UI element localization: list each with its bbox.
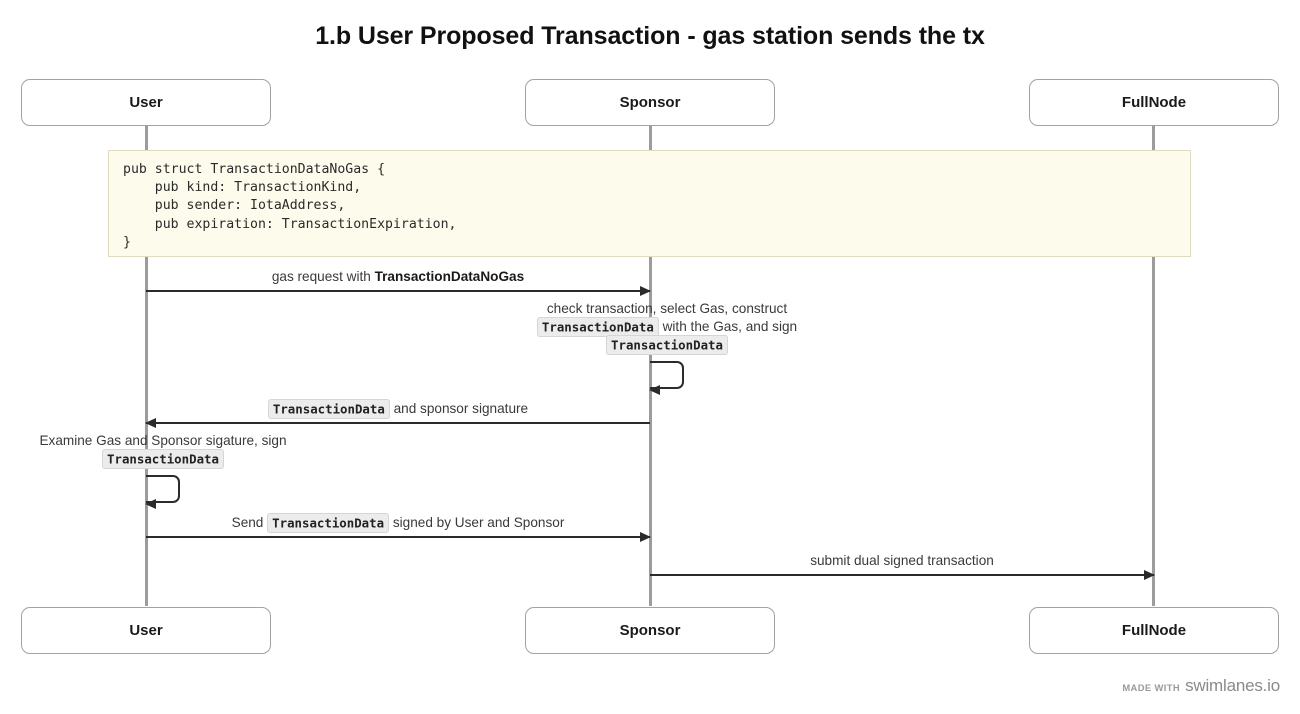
label-text-plain: and sponsor signature xyxy=(389,401,529,416)
message-send-dual-signed-label: Send TransactionData signed by User and … xyxy=(146,512,650,533)
message-gas-request[interactable]: gas request with TransactionDataNoGas xyxy=(146,269,651,297)
code-span-transactiondata: TransactionData xyxy=(267,512,390,533)
message-gas-request-line xyxy=(146,289,650,292)
page-title: 1.b User Proposed Transaction - gas stat… xyxy=(315,22,985,50)
actor-box-fullnode-top[interactable]: FullNode xyxy=(1029,79,1279,126)
actor-label-sponsor-top: Sponsor xyxy=(619,94,681,111)
actor-label-user-bottom: User xyxy=(129,622,163,639)
message-gas-request-label: gas request with TransactionDataNoGas xyxy=(146,268,650,286)
arrowhead-left-icon xyxy=(649,384,660,395)
actor-box-fullnode-bottom[interactable]: FullNode xyxy=(1029,607,1279,654)
actor-label-fullnode-top: FullNode xyxy=(1121,94,1187,111)
arrowhead-right-icon xyxy=(640,532,651,543)
message-return-txdata-signature[interactable]: TransactionData and sponsor signature xyxy=(145,398,650,429)
message-user-self-examine[interactable]: Examine Gas and Sponsor sigature, sign T… xyxy=(39,433,287,509)
arrowhead-left-icon xyxy=(145,498,156,509)
message-sponsor-self-check-label: check transaction, select Gas, construct… xyxy=(502,300,832,355)
actor-label-fullnode-bottom: FullNode xyxy=(1121,622,1187,639)
message-return-txdata-signature-label: TransactionData and sponsor signature xyxy=(146,398,650,419)
arrowhead-left-icon xyxy=(145,418,156,429)
label-text-plain: signed by User and Sponsor xyxy=(389,515,565,530)
label-line-2: TransactionData with the Gas, and sign xyxy=(502,316,832,337)
arrowhead-right-icon xyxy=(1144,570,1155,581)
message-submit-dual-signed[interactable]: submit dual signed transaction xyxy=(650,553,1155,581)
label-text-bold: TransactionDataNoGas xyxy=(374,269,525,284)
lifeline-fullnode xyxy=(1152,124,1155,606)
message-user-self-examine-label: Examine Gas and Sponsor sigature, sign T… xyxy=(28,432,298,469)
code-span-transactiondata: TransactionData xyxy=(102,449,224,469)
label-text-plain: Examine Gas and Sponsor sigature, sign xyxy=(39,433,287,448)
watermark-brand-label: swimlanes.io xyxy=(1185,676,1280,695)
actor-box-sponsor-bottom[interactable]: Sponsor xyxy=(525,607,775,654)
actor-label-user-top: User xyxy=(129,94,163,111)
message-sponsor-self-check[interactable]: check transaction, select Gas, construct… xyxy=(536,301,797,395)
watermark-swimlanes[interactable]: Made with swimlanes.io xyxy=(1122,676,1280,696)
actor-box-user-bottom[interactable]: User xyxy=(21,607,271,654)
message-send-dual-signed-line xyxy=(146,535,650,538)
lifeline-user xyxy=(144,124,148,606)
message-submit-dual-signed-label: submit dual signed transaction xyxy=(650,552,1154,570)
label-line-3: TransactionData xyxy=(502,335,832,355)
label-text-plain: check transaction, select Gas, construct xyxy=(546,300,788,316)
actor-box-user-top[interactable]: User xyxy=(21,79,271,126)
code-span-transactiondata: TransactionData xyxy=(606,335,728,355)
note-code-text: pub struct TransactionDataNoGas { pub ki… xyxy=(123,162,457,250)
label-text-plain: with the Gas, and sign xyxy=(658,319,798,334)
label-text-plain: Send xyxy=(231,515,268,530)
watermark-made-with-label: Made with xyxy=(1122,682,1181,693)
label-text-plain: submit dual signed transaction xyxy=(810,553,994,568)
message-send-dual-signed[interactable]: Send TransactionData signed by User and … xyxy=(146,512,651,543)
label-text-plain: gas request with xyxy=(271,269,375,284)
code-span-transactiondata: TransactionData xyxy=(536,316,659,337)
label-line-1: Examine Gas and Sponsor sigature, sign xyxy=(28,432,298,451)
code-span-transactiondata: TransactionData xyxy=(267,398,390,419)
note-transactiondatanogas-struct: pub struct TransactionDataNoGas { pub ki… xyxy=(108,150,1191,257)
label-line-1: check transaction, select Gas, construct xyxy=(502,300,832,319)
label-line-2: TransactionData xyxy=(28,449,298,469)
self-loop-path xyxy=(650,361,684,389)
message-submit-dual-signed-line xyxy=(650,573,1154,576)
arrowhead-right-icon xyxy=(640,286,651,297)
self-loop-path xyxy=(146,475,180,503)
actor-label-sponsor-bottom: Sponsor xyxy=(619,622,681,639)
message-return-txdata-signature-line xyxy=(146,421,650,424)
actor-box-sponsor-top[interactable]: Sponsor xyxy=(525,79,775,126)
